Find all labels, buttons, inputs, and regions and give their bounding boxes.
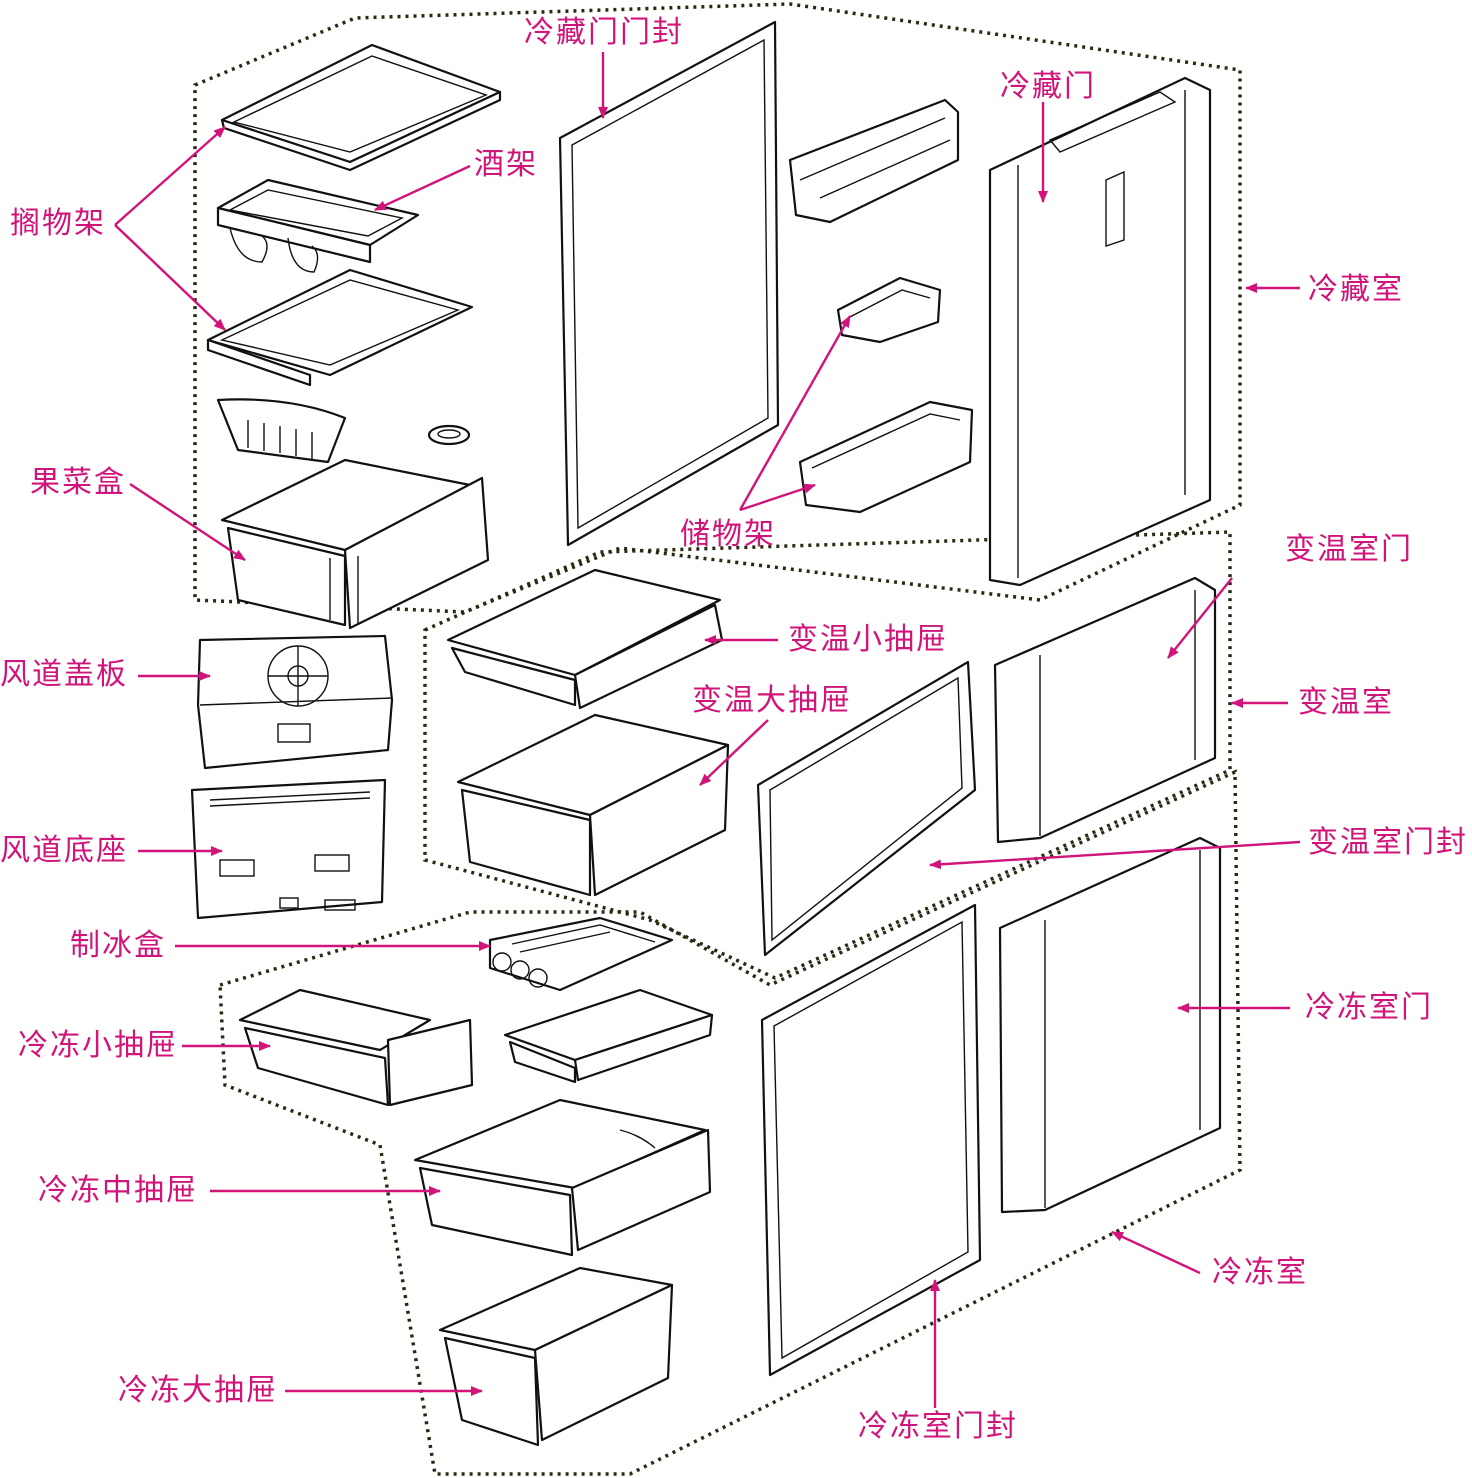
shelf-arrow-bottom	[114, 224, 226, 331]
var-door-arrow	[1167, 577, 1233, 659]
label-ice-box: 制冰盒	[70, 928, 166, 963]
variable-big-drawer	[456, 713, 730, 897]
label-var-small-drawer: 变温小抽屉	[788, 622, 948, 657]
freezer-big-drawer	[438, 1266, 674, 1447]
label-freezer-gasket: 冷冻室门封	[858, 1409, 1018, 1444]
variable-small-drawer	[446, 568, 724, 710]
crisper-cover	[216, 398, 347, 464]
freezer-small-drawer-right	[503, 988, 714, 1084]
freezer-room-arrow	[1111, 1230, 1201, 1275]
label-var-door: 变温室门	[1285, 532, 1413, 567]
label-storage-rack: 储物架	[680, 517, 776, 552]
freezer-compartment-boundary	[218, 769, 1242, 1476]
air-duct-base	[190, 778, 387, 920]
label-freezer-mid-drawer: 冷冻中抽屉	[38, 1173, 198, 1208]
var-big-drawer-arrow	[699, 719, 769, 786]
label-var-big-drawer: 变温大抽屉	[692, 683, 852, 718]
fridge-compartment-boundary	[193, 2, 1242, 614]
label-var-room: 变温室	[1298, 685, 1394, 720]
crisper-arrow	[129, 482, 246, 562]
lower-shelf	[206, 268, 474, 387]
small-knob	[427, 424, 471, 446]
storage-rack-arrow-small	[738, 315, 852, 511]
variable-door-gasket	[756, 660, 977, 957]
storage-rack-arrow-large	[739, 483, 816, 512]
wine-rack	[216, 178, 420, 273]
door-bin-top	[788, 98, 960, 224]
freezer-small-drawer-left	[238, 988, 474, 1107]
label-var-gasket: 变温室门封	[1308, 825, 1468, 860]
shelf-arrow-top	[114, 126, 226, 226]
label-fridge-door: 冷藏门	[1000, 69, 1096, 104]
label-freezer-door: 冷冻室门	[1305, 990, 1433, 1025]
freezer-door-gasket	[760, 903, 982, 1377]
label-duct-base: 风道底座	[0, 833, 128, 868]
label-shelf: 搁物架	[10, 206, 106, 241]
crisper-box	[220, 458, 490, 630]
freezer-door	[998, 836, 1222, 1214]
var-gasket-arrow	[929, 840, 1301, 870]
label-crisper: 果菜盒	[30, 465, 126, 500]
label-fridge-room: 冷藏室	[1308, 272, 1404, 307]
fridge-door	[988, 76, 1212, 587]
fridge-door-gasket	[558, 20, 780, 547]
wine-rack-arrow	[374, 164, 471, 212]
variable-compartment-boundary	[423, 530, 1232, 980]
label-freezer-small-drawer: 冷冻小抽屉	[18, 1028, 178, 1063]
label-duct-cover: 风道盖板	[0, 657, 128, 692]
label-fridge-gasket: 冷藏门门封	[524, 15, 684, 50]
top-shelf	[220, 43, 502, 172]
freezer-mid-drawer	[413, 1098, 712, 1257]
label-freezer-big-drawer: 冷冻大抽屉	[118, 1373, 278, 1408]
air-duct-cover	[196, 634, 394, 770]
ice-tray	[488, 916, 674, 992]
variable-door	[993, 576, 1217, 844]
door-bin-small	[836, 276, 942, 344]
label-wine-rack: 酒架	[474, 147, 538, 182]
door-bin-large	[798, 400, 974, 514]
label-freezer-room: 冷冻室	[1212, 1255, 1308, 1290]
